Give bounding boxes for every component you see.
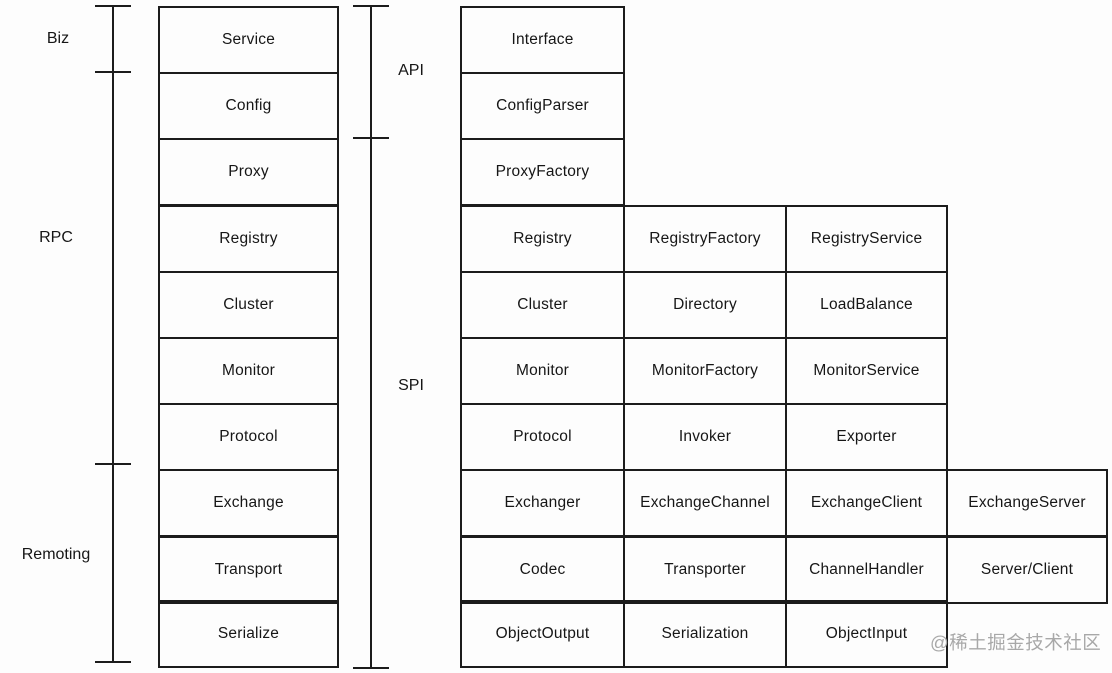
layer-box-monitor: Monitor <box>158 337 339 405</box>
label-rpc: RPC <box>39 229 73 246</box>
spi-box-registry-service: RegistryService <box>785 205 948 273</box>
spi-box-transporter: Transporter <box>623 536 787 604</box>
left-bracket-tick-bottom <box>95 661 131 663</box>
mid-bracket-tick-api-spi <box>353 137 389 139</box>
layer-box-transport: Transport <box>158 536 339 604</box>
spi-box-cluster: Cluster <box>460 271 625 339</box>
api-box-config-parser: ConfigParser <box>460 72 625 140</box>
spi-box-exchange-channel: ExchangeChannel <box>623 469 787 537</box>
spi-box-object-input: ObjectInput <box>785 600 948 668</box>
label-api: API <box>398 62 424 79</box>
spi-box-exchange-server: ExchangeServer <box>946 469 1108 537</box>
layer-box-protocol: Protocol <box>158 403 339 471</box>
spi-box-registry-factory: RegistryFactory <box>623 205 787 273</box>
mid-bracket-tick-bottom <box>353 667 389 669</box>
left-bracket-line <box>112 6 114 663</box>
spi-box-monitor-factory: MonitorFactory <box>623 337 787 405</box>
label-remoting: Remoting <box>21 546 91 563</box>
spi-box-server-client: Server/Client <box>946 536 1108 604</box>
spi-box-proxy-factory: ProxyFactory <box>460 138 625 206</box>
spi-box-exchange-client: ExchangeClient <box>785 469 948 537</box>
mid-bracket-line <box>370 6 372 669</box>
spi-box-invoker: Invoker <box>623 403 787 471</box>
spi-box-exporter: Exporter <box>785 403 948 471</box>
spi-box-monitor: Monitor <box>460 337 625 405</box>
layer-box-cluster: Cluster <box>158 271 339 339</box>
label-spi: SPI <box>398 377 424 394</box>
layer-box-exchange: Exchange <box>158 469 339 537</box>
watermark: @稀土掘金技术社区 <box>930 632 1102 653</box>
spi-box-serialization: Serialization <box>623 600 787 668</box>
layer-box-service: Service <box>158 6 339 74</box>
left-bracket-tick-top <box>95 5 131 7</box>
spi-box-load-balance: LoadBalance <box>785 271 948 339</box>
layer-box-config: Config <box>158 72 339 140</box>
layer-box-proxy: Proxy <box>158 138 339 206</box>
spi-box-monitor-service: MonitorService <box>785 337 948 405</box>
layer-box-serialize: Serialize <box>158 600 339 668</box>
api-box-interface: Interface <box>460 6 625 74</box>
spi-box-codec: Codec <box>460 536 625 604</box>
spi-box-exchanger: Exchanger <box>460 469 625 537</box>
spi-box-protocol: Protocol <box>460 403 625 471</box>
label-biz: Biz <box>46 30 70 47</box>
spi-box-object-output: ObjectOutput <box>460 600 625 668</box>
left-bracket-tick-rpc-remoting <box>95 463 131 465</box>
spi-box-channel-handler: ChannelHandler <box>785 536 948 604</box>
spi-box-registry: Registry <box>460 205 625 273</box>
mid-bracket-tick-top <box>353 5 389 7</box>
spi-box-directory: Directory <box>623 271 787 339</box>
layer-box-registry: Registry <box>158 205 339 273</box>
left-bracket-tick-biz-rpc <box>95 71 131 73</box>
